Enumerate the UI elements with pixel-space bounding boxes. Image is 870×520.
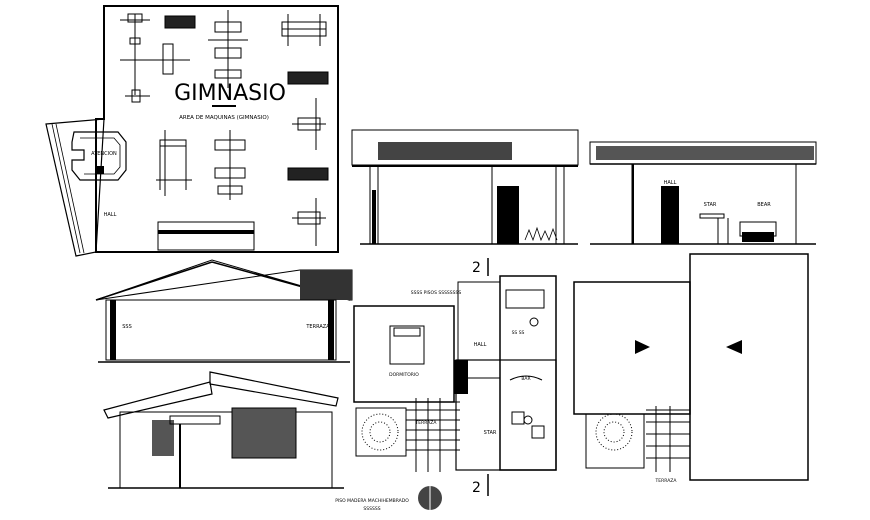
elevation-1-left-label: SSS bbox=[122, 324, 132, 330]
reception-label: ATENCION bbox=[91, 151, 117, 157]
reception-desk bbox=[71, 131, 127, 181]
plan-header-note: SSSS PISOS SSSSSSSS bbox=[411, 290, 462, 296]
section-b-bear-label: BEAR bbox=[757, 202, 771, 208]
section-b-hall-label: HALL bbox=[664, 180, 677, 186]
plan-hall-label: HALL bbox=[474, 342, 487, 348]
elevation-1-right-label: TERRAZA bbox=[305, 324, 330, 330]
section-b-elevation: HALL STAR BEAR bbox=[589, 141, 817, 245]
pergola bbox=[406, 398, 460, 472]
plan-bedroom-label: DORMITORIO bbox=[389, 372, 419, 378]
plan-bath-label: SS SS bbox=[512, 330, 525, 336]
svg-text:2: 2 bbox=[472, 260, 481, 276]
gym-machines bbox=[120, 10, 329, 246]
chair-icon bbox=[96, 166, 104, 174]
slope-arrow-right-icon bbox=[635, 340, 650, 354]
house-floor-plan: SSSS PISOS SSSSSSSS SS SS HALL DORMITORI… bbox=[335, 258, 557, 512]
slope-arrow-left-icon bbox=[726, 340, 742, 354]
gym-stairs bbox=[157, 221, 255, 251]
gym-hall-label: HALL bbox=[104, 212, 117, 218]
roof-pergola bbox=[646, 406, 690, 472]
plan-terrace-label: TERRAZA bbox=[415, 420, 438, 426]
svg-text:2: 2 bbox=[472, 480, 481, 496]
section-a-elevation bbox=[351, 129, 579, 245]
section-mark-top: 2 bbox=[472, 258, 489, 276]
section-mark-bottom: 2 bbox=[472, 474, 489, 496]
elevation-1: SSS TERRAZA bbox=[95, 259, 353, 363]
gym-title: GIMNASIO bbox=[174, 81, 286, 106]
plan-footer-note: PISO MADERA MACHIHEMBRADO bbox=[335, 498, 409, 504]
roof-terrace-label: TERRAZA bbox=[655, 478, 678, 484]
plan-star-label: STAR bbox=[484, 430, 497, 436]
roof-plan: TERRAZA bbox=[573, 253, 809, 484]
plant-icon bbox=[595, 413, 633, 451]
elevation-2 bbox=[103, 371, 344, 489]
section-b-star-label: STAR bbox=[704, 202, 717, 208]
gym-floor-plan: ATENCION HALL bbox=[45, 5, 339, 257]
gym-subtitle: AREA DE MAQUINAS (GIMNASIO) bbox=[179, 115, 269, 121]
plan-footer-note-2: SSSSSS bbox=[363, 506, 380, 512]
plan-bar-label: BAR bbox=[521, 376, 530, 382]
plant-icon bbox=[361, 413, 399, 451]
